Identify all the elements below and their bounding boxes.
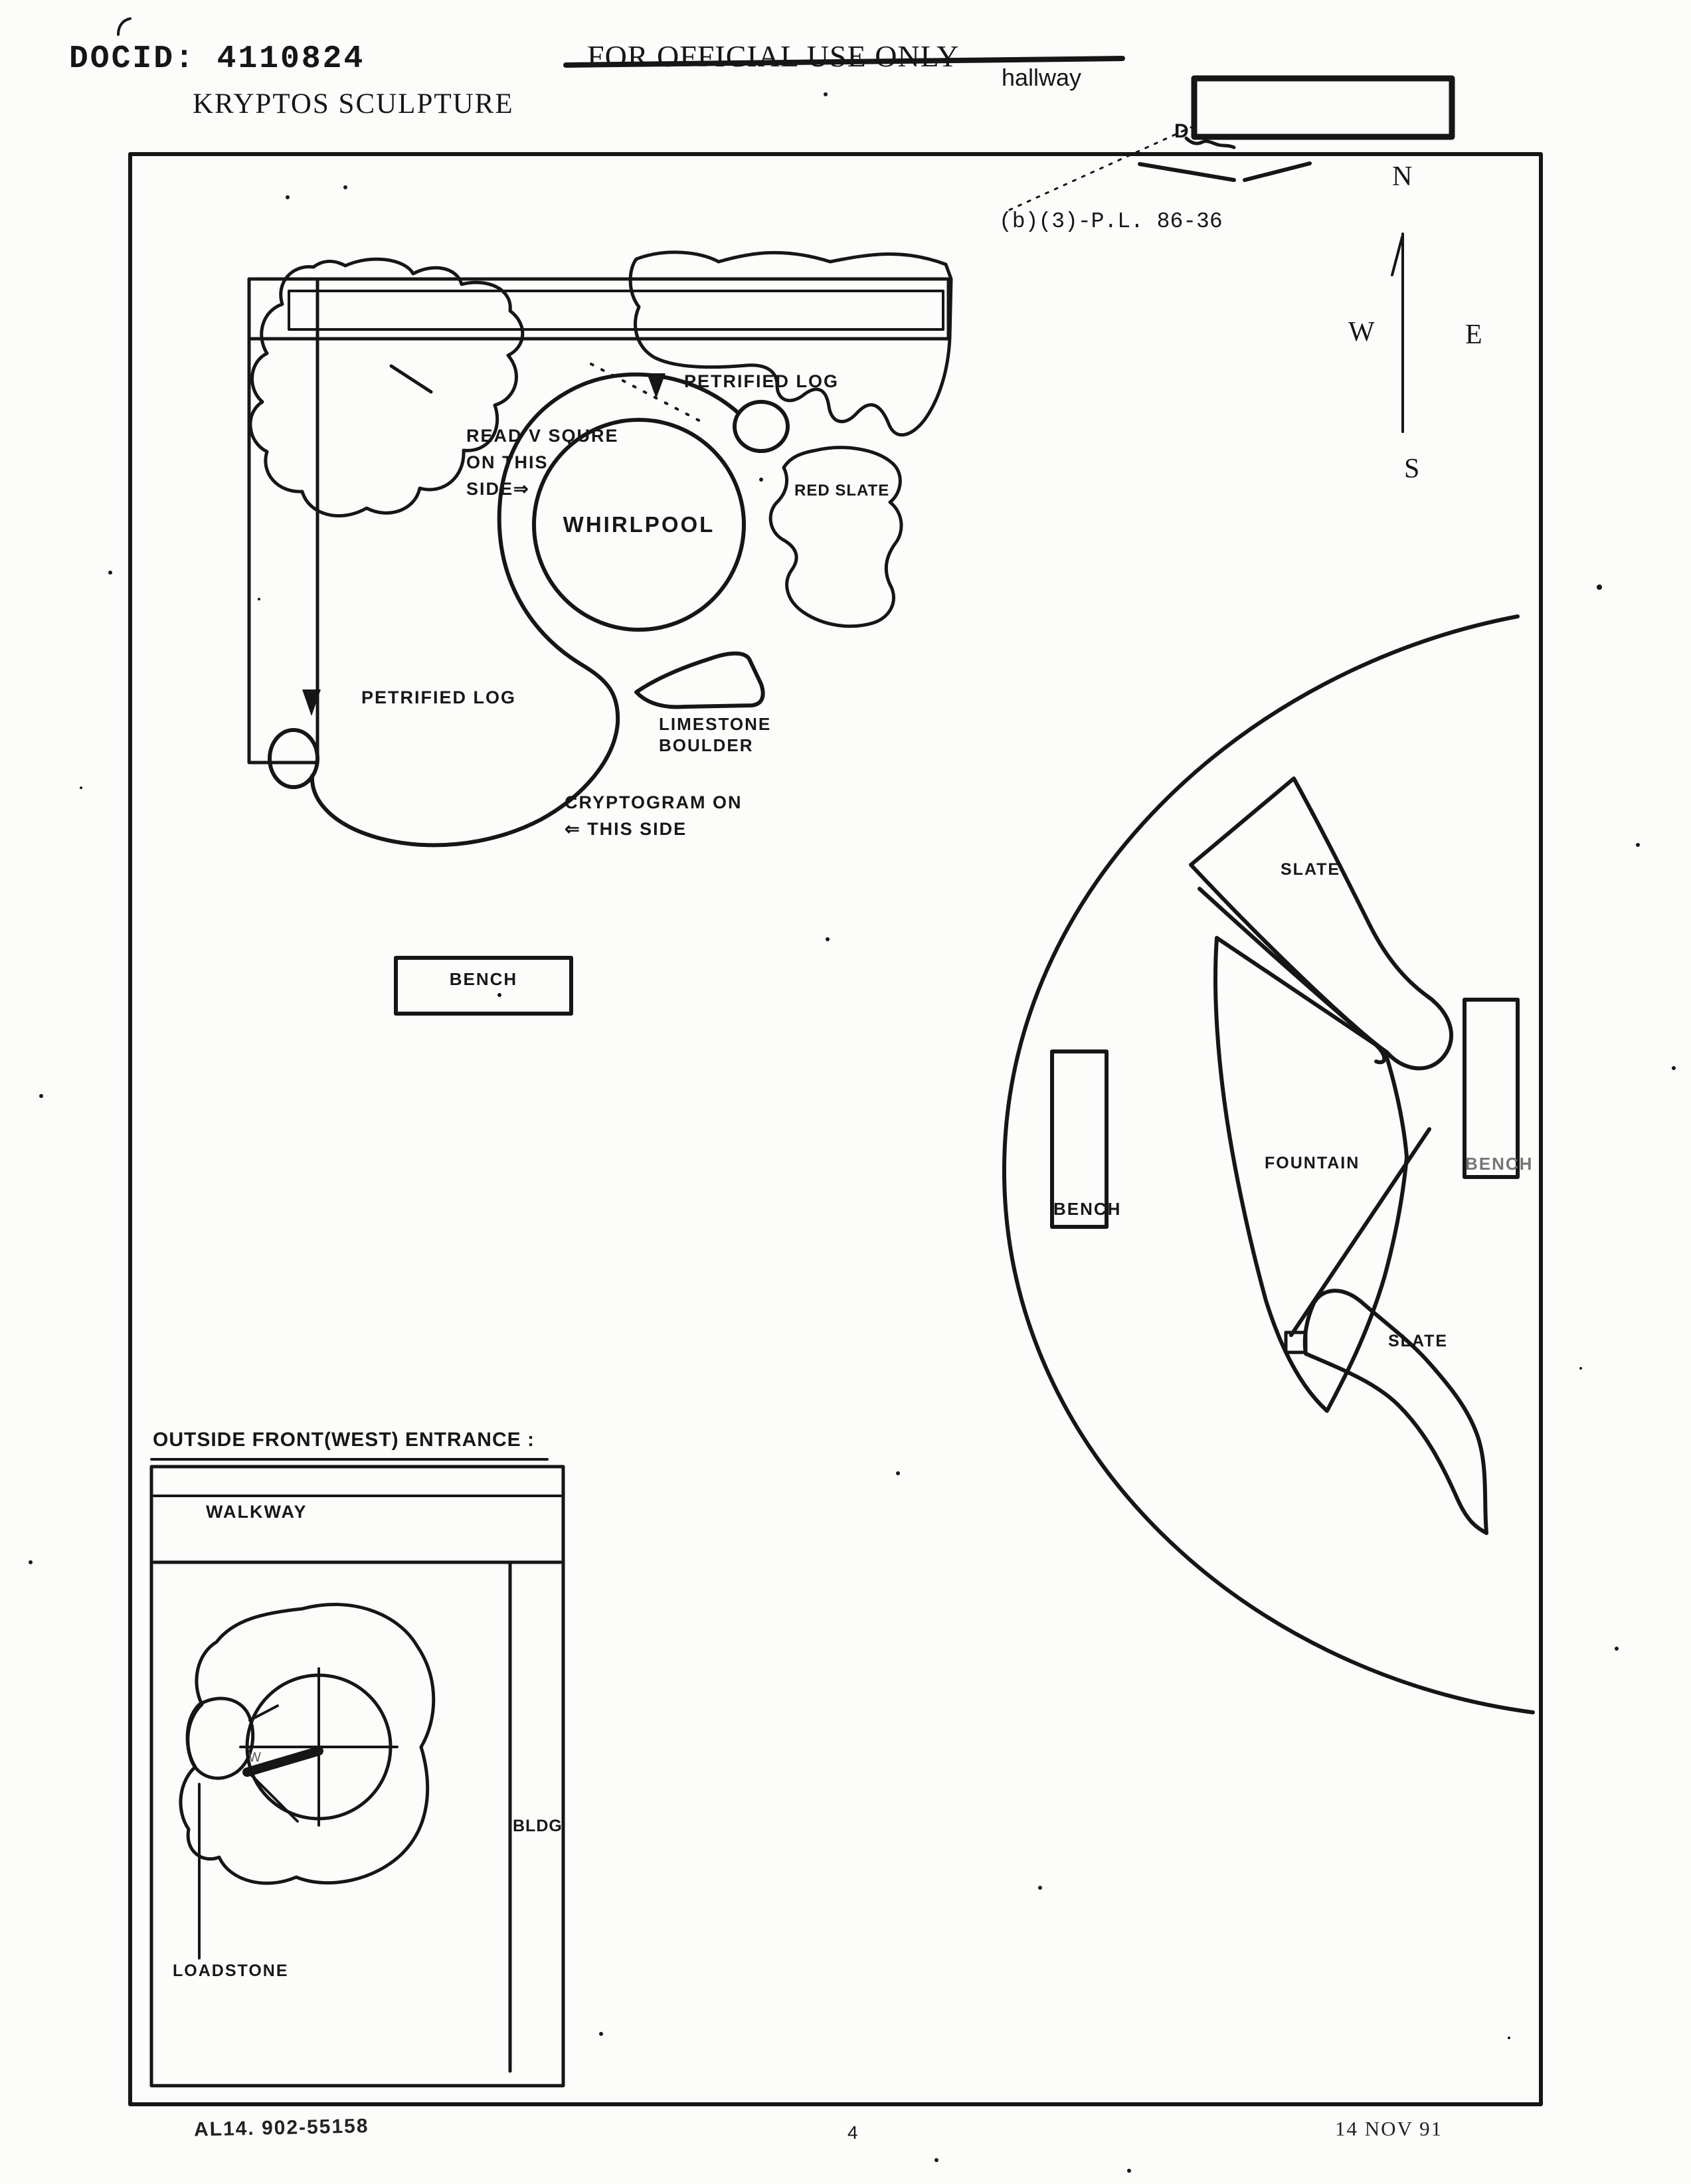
petrified-log-top-marker-icon	[647, 373, 666, 399]
compass-north-label: N	[1392, 161, 1413, 192]
slate-upper-outline	[1189, 776, 1453, 1071]
classification-banner: FOR OFFICIAL USE ONLY	[587, 39, 960, 73]
dotted-leader-line	[1008, 125, 1195, 211]
footer-date: 14 NOV 91	[1335, 2117, 1443, 2140]
loadstone-label: LOADSTONE	[173, 1961, 289, 1980]
rock-outline	[179, 1603, 436, 1885]
slate-hook-square	[1284, 1330, 1308, 1354]
petrified-log-top-circle	[733, 400, 790, 453]
slate-lower-outline	[1302, 1289, 1488, 1535]
slate-lower-label: SLATE	[1388, 1332, 1449, 1350]
scan-specks	[29, 92, 1676, 2173]
limestone-boulder-label-line2: BOULDER	[659, 735, 754, 755]
whirlpool-label: WHIRLPOOL	[563, 512, 715, 537]
compass-west-label: W	[1348, 317, 1375, 347]
slate-sliver-line	[1198, 887, 1387, 1065]
bench-court-right-label: BENCH	[1465, 1154, 1534, 1174]
bench-court-right-box	[1463, 998, 1520, 1179]
petrified-log-left-label: PETRIFIED LOG	[361, 687, 517, 707]
hallway-walls	[247, 277, 950, 765]
red-slate-label: RED SLATE	[794, 482, 890, 500]
compass-east-label: E	[1465, 319, 1482, 350]
signature-scribble	[1184, 136, 1236, 149]
fouo-authority-note: (b)(3)-P.L. 86-36	[999, 209, 1223, 234]
redaction-box	[1191, 75, 1455, 140]
door-chevron	[1138, 161, 1312, 182]
header-marks	[117, 17, 1455, 211]
inset-heading: OUTSIDE FRONT(WEST) ENTRANCE :	[153, 1429, 535, 1451]
inset-box	[149, 1465, 565, 2088]
bench-court-left-box	[1050, 1049, 1109, 1229]
cryptogram-note-line1: CRYPTOGRAM ON	[565, 792, 743, 812]
read-square-note-line3: SIDE⇒	[466, 479, 530, 499]
whirlpool-swirl	[310, 372, 741, 848]
compass-rose	[1391, 232, 1404, 433]
limestone-boulder-label-line1: LIMESTONE	[659, 714, 772, 734]
fountain-outline	[1213, 936, 1409, 1413]
dial-west-letter: W	[248, 1750, 261, 1765]
bldg-label: BLDG	[513, 1817, 563, 1835]
lodestone-blob	[185, 1696, 255, 1780]
lodestone-needle-icon	[242, 1746, 323, 1777]
page-title: KRYPTOS SCULPTURE	[193, 88, 514, 120]
red-slate-outline	[768, 446, 903, 628]
read-square-note-line1: READ V SQURE	[466, 426, 619, 446]
courtyard-group	[1002, 614, 1535, 1714]
petrified-log-left-marker-icon	[302, 689, 321, 716]
bench-west-box	[394, 956, 573, 1016]
compass-arrow-icon	[1391, 236, 1403, 276]
courtyard-arc	[1002, 614, 1535, 1714]
hallway-label: hallway	[1002, 64, 1082, 91]
fountain-label: FOUNTAIN	[1265, 1154, 1360, 1172]
inset-entrance	[149, 1458, 565, 2088]
dotted-sight-line	[590, 363, 707, 425]
limestone-boulder-outline	[634, 651, 765, 709]
page-border	[128, 152, 1543, 2106]
docid-header: DOCID: 4110824	[69, 41, 365, 77]
petrified-log-left-circle	[268, 728, 319, 789]
compass-south-label: S	[1404, 454, 1420, 484]
page-number: 4	[847, 2122, 858, 2143]
bench-court-left-label: BENCH	[1053, 1199, 1122, 1219]
slate-upper-label: SLATE	[1281, 860, 1341, 879]
whirlpool-pool	[532, 418, 746, 632]
petrified-log-top-label: PETRIFIED LOG	[684, 371, 840, 391]
read-square-note-line2: ON THIS	[466, 452, 549, 472]
bench-west-label: BENCH	[449, 969, 518, 989]
whirlpool-group	[268, 372, 790, 848]
footer-reference: AL14. 902-55158	[193, 2115, 369, 2141]
redaction-caption: D	[1174, 120, 1189, 142]
strikethrough-line	[563, 56, 1125, 68]
cryptogram-note-line2: ⇐ THIS SIDE	[565, 819, 687, 839]
scan-curl-mark	[117, 17, 132, 36]
walkway-label: WALKWAY	[206, 1502, 308, 1522]
petrified-tree-outline	[248, 250, 953, 518]
